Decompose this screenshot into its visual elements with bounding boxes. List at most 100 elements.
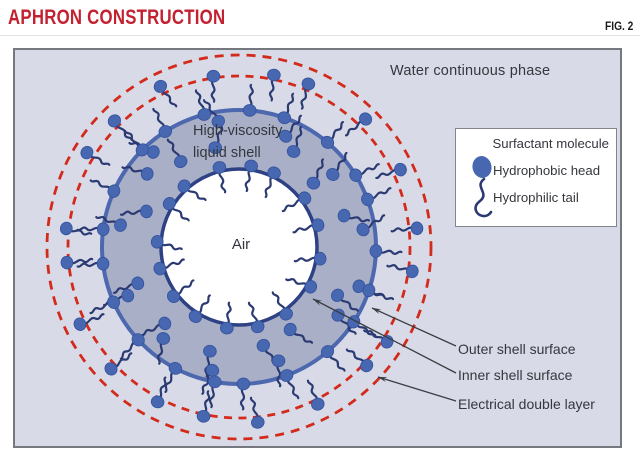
hydrophobic-head (356, 222, 370, 237)
hydrophobic-head (306, 176, 321, 190)
hydrophilic-tail (281, 198, 303, 213)
hydrophilic-tail-icon (474, 177, 493, 218)
hydrophobic-head (158, 316, 172, 331)
hydrophobic-head (298, 191, 312, 205)
surfactant-molecule (59, 221, 93, 236)
hydrophobic-head (362, 283, 376, 298)
surfactant-molecule (76, 256, 110, 271)
hydrophobic-head (107, 114, 121, 128)
surfactant-molecule (167, 279, 195, 304)
hydrophilic-tail (286, 114, 302, 135)
header-divider (0, 35, 640, 36)
surfactant-molecule (153, 79, 178, 108)
hydrophobic-head (131, 276, 145, 291)
surfactant-molecule (177, 179, 207, 202)
hydrophilic-tail (390, 226, 415, 233)
hydrophobic-head (140, 167, 154, 181)
hydrophilic-tail (218, 170, 227, 194)
surfactant-molecule (196, 390, 211, 423)
hydrophilic-tail (276, 363, 282, 388)
shell-label-line2: liquid shell (193, 145, 261, 161)
hydrophilic-tail (339, 316, 357, 335)
hydrophobic-head (320, 345, 335, 359)
surfactant-molecule (212, 161, 227, 194)
hydrophilic-tail (339, 296, 359, 312)
hydrophobic-head (244, 159, 258, 173)
surfactant-molecule (375, 162, 407, 179)
surfactant-molecule (153, 258, 185, 276)
hydrophilic-tail (344, 120, 364, 137)
hydrophilic-tail (247, 301, 259, 325)
callout-arrow-0 (371, 307, 457, 347)
hydrophobic-head (114, 218, 127, 232)
surfactant-molecule (345, 348, 374, 373)
hydrophilic-tail (82, 313, 105, 325)
legend-hydrophilic-tail-label: Hydrophilic tail (493, 190, 579, 205)
hydrophilic-tail (386, 264, 410, 272)
hydrophobic-head (349, 168, 363, 182)
hydrophilic-tail (161, 88, 178, 108)
hydrophobic-head (212, 161, 227, 174)
surfactant-molecule (95, 215, 127, 232)
hydrophobic-head (158, 125, 173, 138)
hydrophilic-tail (121, 165, 145, 174)
hydrophobic-head (206, 69, 221, 83)
hydrophobic-head (59, 221, 73, 236)
hydrophilic-tail (271, 291, 286, 312)
surfactant-molecule (320, 120, 345, 149)
hydrophobic-head (311, 397, 325, 411)
surfactant-molecule (293, 251, 327, 266)
hydrophilic-tail (248, 83, 254, 108)
hydrophobic-head (140, 204, 153, 219)
hydrophilic-tail (286, 377, 300, 400)
surfactant-molecule (121, 165, 154, 181)
surfactant-molecule (271, 291, 293, 321)
surfactant-molecule (164, 362, 183, 393)
surfactant-molecule (278, 114, 302, 143)
hydrophilic-tail (157, 341, 164, 365)
hydrophobic-head (156, 332, 171, 345)
outer-shell-surface-label: Outer shell surface (458, 341, 576, 357)
surfactant-molecule (124, 129, 149, 157)
surfactant-molecule (201, 363, 220, 395)
surfactant-molecule (162, 197, 190, 222)
surfactant-molecules-layer (59, 68, 424, 429)
hydrophilic-tail (89, 153, 111, 166)
hydrophilic-tail (76, 261, 101, 268)
hydrophilic-tail (208, 384, 216, 409)
hydrophobic-head (359, 112, 373, 126)
hydrophobic-head (174, 155, 188, 169)
hydrophilic-tail (194, 89, 205, 112)
surfactant-molecule (386, 264, 419, 279)
surfactant-molecule (242, 83, 257, 117)
inner-shell-surface-label: Inner shell surface (458, 367, 573, 383)
hydrophilic-tail (141, 323, 163, 337)
hydrophobic-head (267, 166, 281, 180)
hydrophilic-tail (378, 249, 403, 255)
hydrophobic-head (271, 354, 286, 368)
surfactant-molecule (390, 221, 424, 236)
hydrophilic-tail (166, 138, 181, 160)
surfactant-molecule (119, 204, 153, 219)
hydrophobic-head (313, 251, 327, 266)
hydrophobic-head (326, 168, 340, 181)
surfactant-molecule (150, 235, 183, 251)
figure-number-label: FIG. 2 (604, 19, 633, 33)
hydrophobic-head (211, 114, 225, 128)
hydrophilic-tail (113, 283, 136, 294)
hydrophilic-tail (210, 79, 216, 103)
surfactant-molecule (207, 375, 222, 409)
hydrophilic-tail (115, 122, 133, 141)
hydrophobic-head (177, 179, 191, 193)
surfactant-molecule (286, 125, 303, 158)
hydrophobic-head (236, 377, 251, 391)
hydrophobic-head (207, 375, 222, 389)
surfactant-molecule (113, 276, 145, 294)
surfactant-molecule (337, 208, 371, 223)
hydrophilic-tail (196, 294, 211, 315)
surfactant-molecule (150, 376, 167, 409)
hydrophilic-tail (345, 348, 365, 365)
hydrophobic-head (360, 359, 374, 373)
surfactant-molecule (206, 69, 221, 103)
hydrophobic-head (96, 256, 110, 271)
